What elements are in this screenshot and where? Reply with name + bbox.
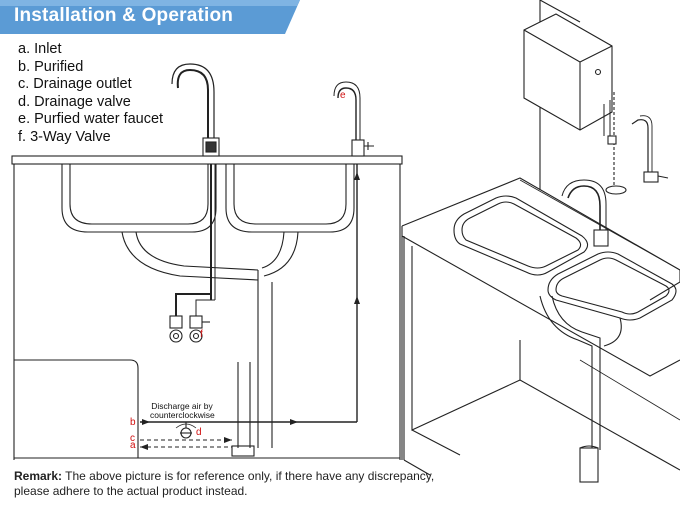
label-e: e xyxy=(340,90,346,101)
remark-prefix: Remark: xyxy=(14,469,63,483)
header-bar: Installation & Operation xyxy=(0,0,300,34)
label-f: f xyxy=(200,329,203,340)
legend-item-drainage-outlet: c. Drainage outlet xyxy=(18,76,132,93)
legend-item-drainage-valve: d. Drainage valve xyxy=(18,93,131,110)
remark-note: Remark: The above picture is for referen… xyxy=(14,469,464,498)
label-a: a xyxy=(130,440,136,451)
page-title: Installation & Operation xyxy=(14,5,234,26)
remark-text: The above picture is for reference only,… xyxy=(14,469,435,498)
legend-item-purified: b. Purified xyxy=(18,58,84,75)
legend-item-faucet: e. Purfied water faucet xyxy=(18,111,164,128)
left-cabinet-drawing xyxy=(11,63,403,460)
legend: a. Inlet b. Purified c. Drainage outlet … xyxy=(18,41,163,147)
legend-item-inlet: a. Inlet xyxy=(18,41,62,57)
legend-item-3way-valve: f. 3-Way Valve xyxy=(18,128,111,145)
label-b: b xyxy=(130,417,136,428)
discharge-note: Discharge air by counterclockwise xyxy=(150,401,215,420)
right-isometric-drawing xyxy=(401,0,680,483)
label-c: c xyxy=(130,433,135,444)
header-bar-shape xyxy=(0,0,300,34)
label-d: d xyxy=(196,427,202,438)
